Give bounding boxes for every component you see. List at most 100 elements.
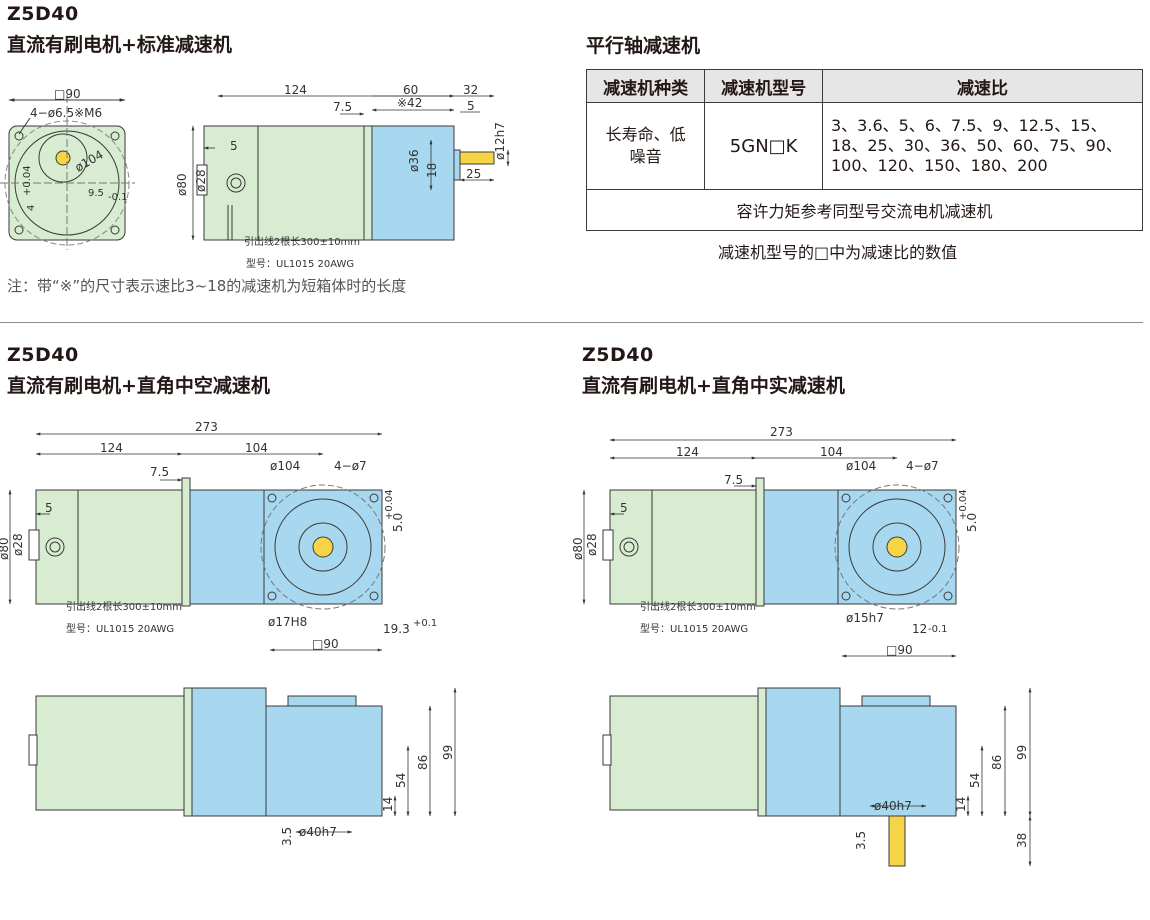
gear-type-text: 长寿命、低噪音 [605,125,686,166]
table-cell-type: 长寿命、低噪音 [585,102,706,190]
motor-body [257,125,365,241]
dim-124: 124 [284,83,307,97]
gearbox-body [371,125,455,241]
table-footer: 容许力矩参考同型号交流电机减速机 [586,189,1143,231]
output-shaft [459,151,495,165]
elevation-solid [602,687,957,867]
dim-54: 54 [968,773,982,788]
subtitle-bottom-left: 直流有刷电机+直角中空减速机 [7,375,270,397]
dim-k2: 9.5 [88,188,104,199]
dim-phi80: ø80 [175,173,189,196]
dim-7-5: 7.5 [724,473,743,487]
dim-3-5: 3.5 [854,831,868,850]
dim-12-tol: -0.1 [928,624,948,635]
dim-5b: 5 [230,139,238,153]
dim-k1: 4 [26,205,37,211]
model-title-bottom-right: Z5D40 [582,344,654,366]
dim-5: 5 [45,501,53,515]
section-divider [0,322,1143,323]
table-cell-model: 5GN□K [704,102,823,190]
mount-hole [110,225,120,235]
lead-wire-note: 引出线2根长300±10mm [244,235,360,248]
dim-273: 273 [770,425,793,439]
dim-phi40: ø40h7 [299,825,337,839]
model-title-top-left: Z5D40 [7,3,79,25]
table-cell-ratios: 3、3.6、5、6、7.5、9、12.5、15、18、25、30、36、50、6… [822,102,1143,190]
dim-phi36: ø36 [407,149,421,172]
dim-32: 32 [463,83,478,97]
dim-phi80: ø80 [571,537,585,560]
table-header-ratio: 减速比 [822,69,1143,103]
dim-phi28: ø28 [585,533,599,556]
dim-phi17: ø17H8 [268,615,307,629]
lead-wire-note: 引出线2根长300±10mm [66,600,182,613]
lead-wire-note: 引出线2根长300±10mm [640,600,756,613]
dim-19-3-tol: +0.1 [413,618,437,629]
dim-sq90: □90 [312,637,339,651]
dim-k: 5.0 [391,513,405,532]
dim-54: 54 [394,773,408,788]
dim-phi28: ø28 [194,169,208,192]
dim-60: 60 [403,83,418,97]
dim-104: 104 [245,441,268,455]
dim-square: □90 [54,87,81,101]
dim-phi28: ø28 [11,533,25,556]
dim-19-3: 19.3 [383,622,410,636]
dim-86: 86 [990,755,1004,770]
wire-type-note: 型号：UL1015 20AWG [66,622,174,635]
side-view-solid [602,477,957,607]
ratio-list: 3、3.6、5、6、7.5、9、12.5、15、18、25、30、36、50、6… [831,116,1122,175]
side-view-standard [196,125,495,241]
dimension-note: 注：带“※”的尺寸表示速比3~18的减速机为短箱体时的长度 [7,277,407,295]
dim-14: 14 [381,797,395,812]
wire-type-note: 型号：UL1015 20AWG [246,257,354,270]
dim-3-5: 3.5 [280,827,294,846]
model-title-bottom-left: Z5D40 [7,344,79,366]
dim-k: 5.0 [965,513,979,532]
dim-phi104: ø104 [846,459,876,473]
subtitle-bottom-right: 直流有刷电机+直角中实减速机 [582,375,845,397]
dim-7-5: 7.5 [150,465,169,479]
table-title: 平行轴减速机 [586,35,701,57]
dim-holes: 4−ø7 [334,459,367,473]
wire-type-note: 型号：UL1015 20AWG [640,622,748,635]
dim-99: 99 [441,745,455,760]
dim-38: 38 [1015,833,1029,848]
shaft-boss [38,133,88,183]
motor-body [77,489,183,605]
gearbox-body [189,489,265,605]
gearbox-spec-table: 减速机种类 减速机型号 减速比 长寿命、低噪音 5GN□K 3、3.6、5、6、… [585,69,1143,231]
front-flange-view [0,95,135,250]
dim-42: ※42 [397,96,422,110]
table-note: 减速机型号的□中为减速比的数值 [718,243,958,262]
dim-86: 86 [416,755,430,770]
subtitle-top-left: 直流有刷电机+标准减速机 [7,34,232,56]
dim-12: 12 [912,622,927,636]
dim-5a: 5 [467,99,475,113]
output-shaft [888,815,906,867]
dim-holes: 4−ø6.5※M6 [30,106,102,120]
dim-sq90: □90 [886,643,913,657]
dim-phi15: ø15h7 [846,611,884,625]
dim-holes: 4−ø7 [906,459,939,473]
dim-5: 5 [620,501,628,515]
dim-k-tol: +0.04 [384,489,395,520]
table-header-type: 减速机种类 [585,69,706,103]
dim-k-tol: +0.04 [958,489,969,520]
dim-273: 273 [195,420,218,434]
mount-hole [110,131,120,141]
dim-99: 99 [1015,745,1029,760]
solid-shaft [886,536,908,558]
dim-phi12: ø12h7 [493,122,507,160]
dim-14: 14 [954,797,968,812]
hollow-bore [312,536,334,558]
motor-flange [181,477,191,607]
motor-rear [35,489,79,605]
dim-124: 124 [676,445,699,459]
dim-18: 18 [425,163,439,178]
dim-phi40: ø40h7 [874,799,912,813]
dim-phi80: ø80 [0,537,11,560]
dim-25: 25 [466,167,481,181]
dim-104: 104 [820,445,843,459]
motor-flange [363,125,373,241]
